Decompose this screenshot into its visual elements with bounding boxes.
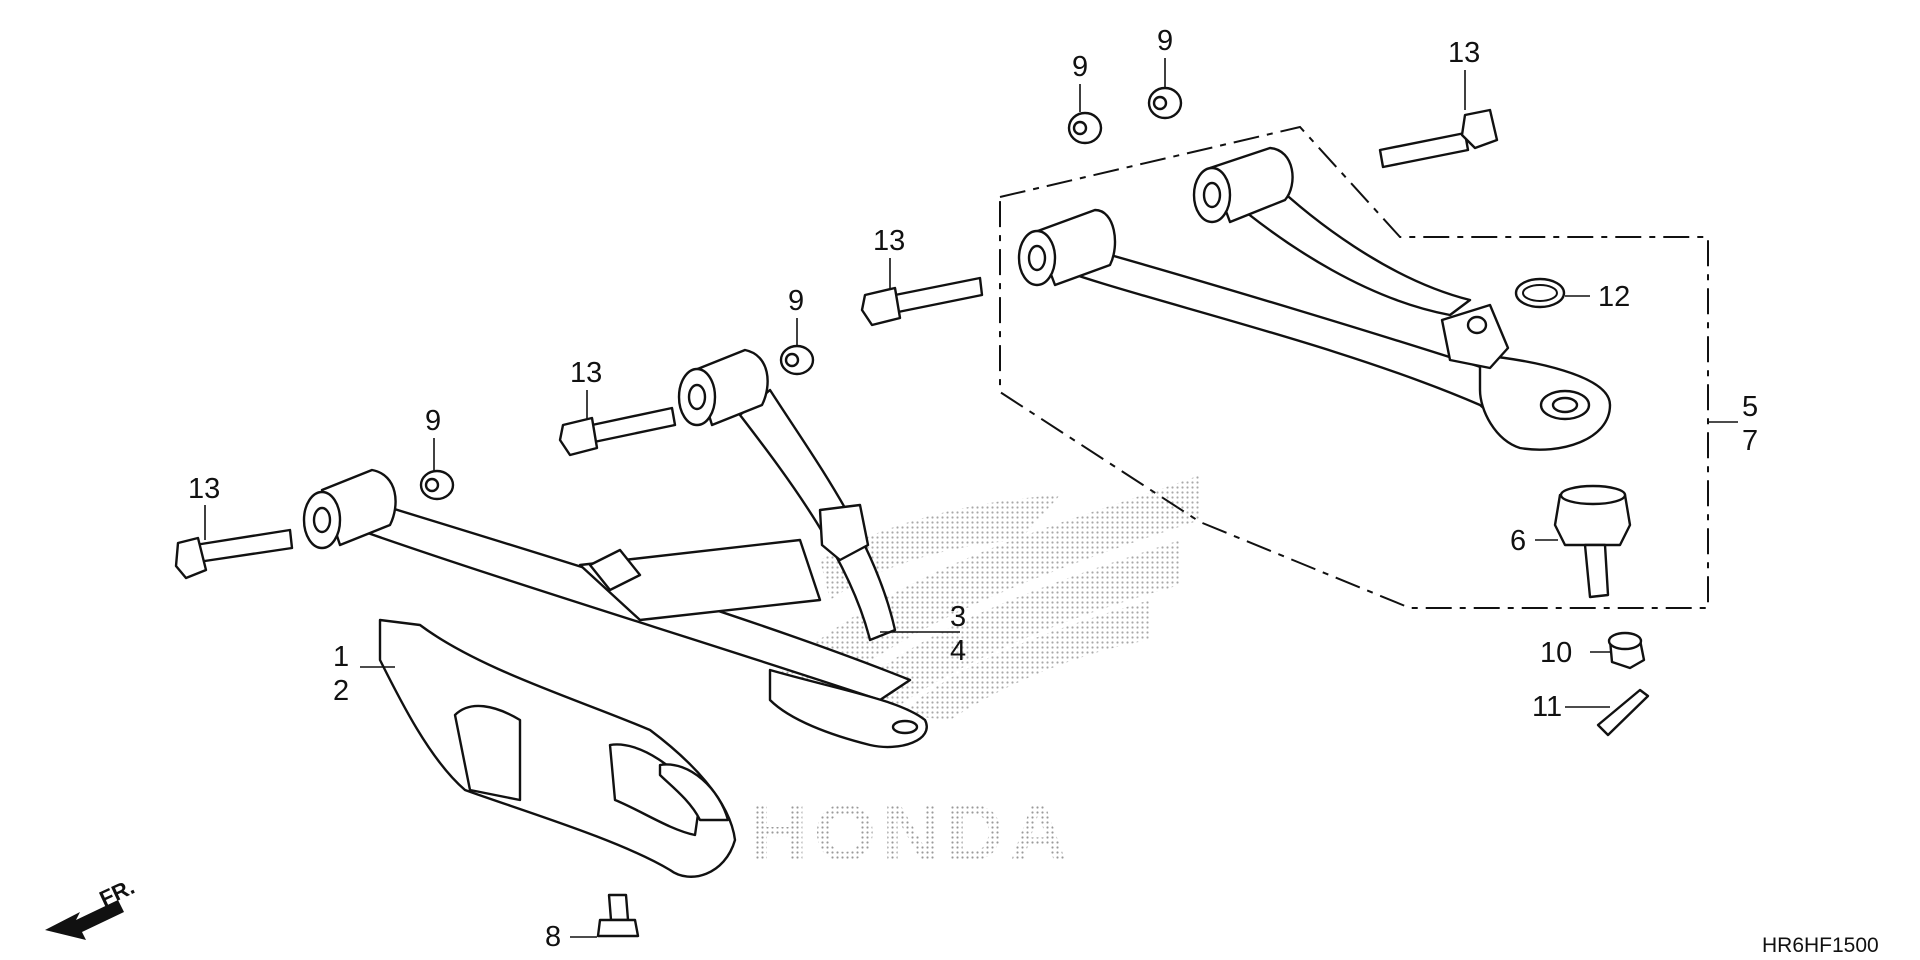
- diagram-code: HR6HF1500: [1762, 934, 1879, 957]
- label-part-13-c: 13: [873, 225, 905, 257]
- skid-plate: [378, 618, 737, 878]
- bolt-8: [596, 893, 640, 938]
- label-part-3: 3: [950, 601, 966, 633]
- label-part-7: 7: [1742, 425, 1758, 457]
- front-direction-arrow-icon: [45, 900, 124, 940]
- bolt-13-c: [860, 276, 984, 327]
- castle-nut-10: [1607, 631, 1646, 670]
- cotter-pin-11: [1596, 688, 1650, 737]
- label-part-12: 12: [1598, 281, 1630, 313]
- nut-9-b: [779, 344, 815, 376]
- label-part-13-a: 13: [188, 473, 220, 505]
- circlip-12: [1514, 277, 1566, 309]
- nut-9-a: [419, 469, 455, 501]
- honda-watermark-text: HONDA: [750, 788, 1073, 877]
- label-part-4: 4: [950, 635, 966, 667]
- label-part-13-d: 13: [1448, 37, 1480, 69]
- label-part-10: 10: [1540, 637, 1572, 669]
- lower-arm-left: [302, 348, 928, 749]
- label-part-11: 11: [1532, 691, 1562, 723]
- label-part-6: 6: [1510, 525, 1526, 557]
- upper-arm-right: [1017, 146, 1612, 451]
- nut-9-d: [1147, 86, 1183, 120]
- assembly-outline: [999, 125, 1709, 609]
- label-part-13-b: 13: [570, 357, 602, 389]
- label-part-5: 5: [1742, 391, 1758, 423]
- bolt-13-a: [174, 528, 294, 580]
- ball-joint-6: [1553, 484, 1632, 599]
- label-part-2: 2: [333, 675, 349, 707]
- label-part-1: 1: [333, 641, 349, 673]
- leader-lines: [204, 58, 1610, 938]
- nut-9-c: [1067, 111, 1103, 145]
- label-part-9-d: 9: [1157, 25, 1173, 57]
- front-direction-label: FR.: [96, 874, 139, 912]
- label-part-9-b: 9: [788, 285, 804, 317]
- label-part-9-a: 9: [425, 405, 441, 437]
- label-part-8: 8: [545, 921, 561, 953]
- bolt-13-d: [1378, 108, 1499, 169]
- label-part-9-c: 9: [1072, 51, 1088, 83]
- bolt-13-b: [558, 406, 677, 457]
